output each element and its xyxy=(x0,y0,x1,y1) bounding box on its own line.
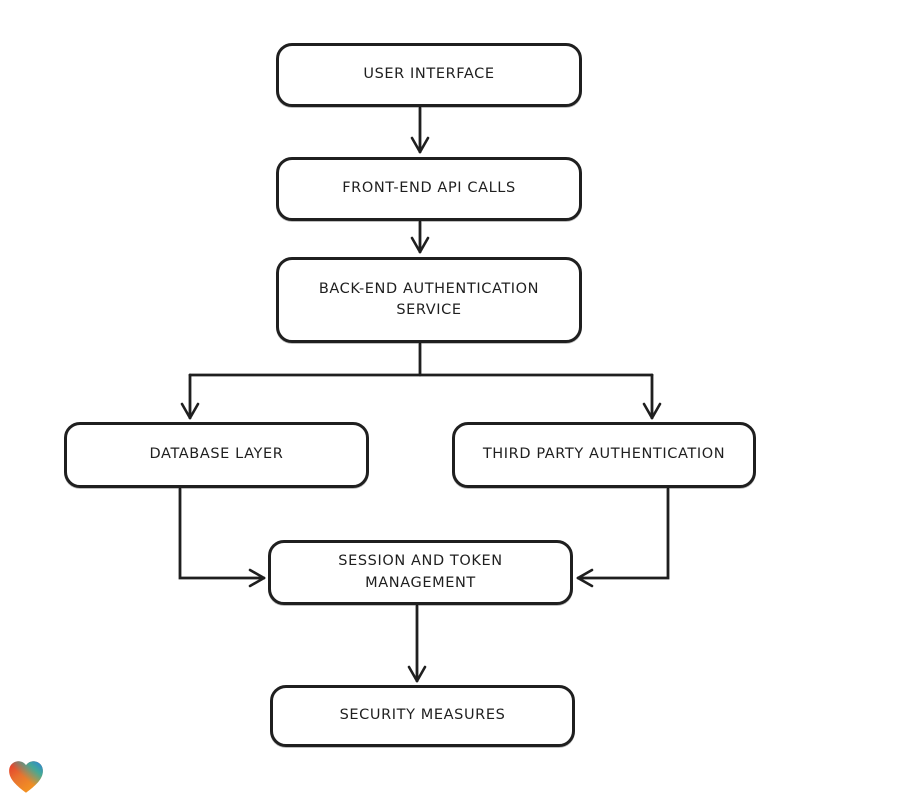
heart-shape-overlay xyxy=(9,761,43,793)
edge-database-to-session xyxy=(178,487,266,588)
node-third-party-auth-label: THIRD PARTY AUTHENTICATION xyxy=(482,446,726,463)
node-back-end-auth-service-label: BACK-END AUTHENTICATION SERVICE xyxy=(318,280,540,318)
node-security-measures: SECURITY MEASURES xyxy=(270,685,575,747)
gradient-heart-logo[interactable] xyxy=(8,759,44,795)
node-third-party-auth: THIRD PARTY AUTHENTICATION xyxy=(452,422,756,488)
node-front-end-api-calls-label: FRONT-END API CALLS xyxy=(342,180,516,197)
edge-thirdparty-to-session xyxy=(576,487,670,588)
node-back-end-auth-service: BACK-END AUTHENTICATION SERVICE xyxy=(276,257,582,343)
node-front-end-api-calls: FRONT-END API CALLS xyxy=(276,157,582,221)
node-user-interface: USER INTERFACE xyxy=(276,43,582,107)
node-database-layer: DATABASE LAYER xyxy=(64,422,369,488)
node-user-interface-label: USER INTERFACE xyxy=(363,66,495,83)
node-security-measures-label: SECURITY MEASURES xyxy=(339,707,506,724)
node-session-token-management: SESSION AND TOKEN MANAGEMENT xyxy=(268,540,573,605)
node-session-token-management-label: SESSION AND TOKEN MANAGEMENT xyxy=(338,553,503,591)
node-database-layer-label: DATABASE LAYER xyxy=(149,446,284,463)
